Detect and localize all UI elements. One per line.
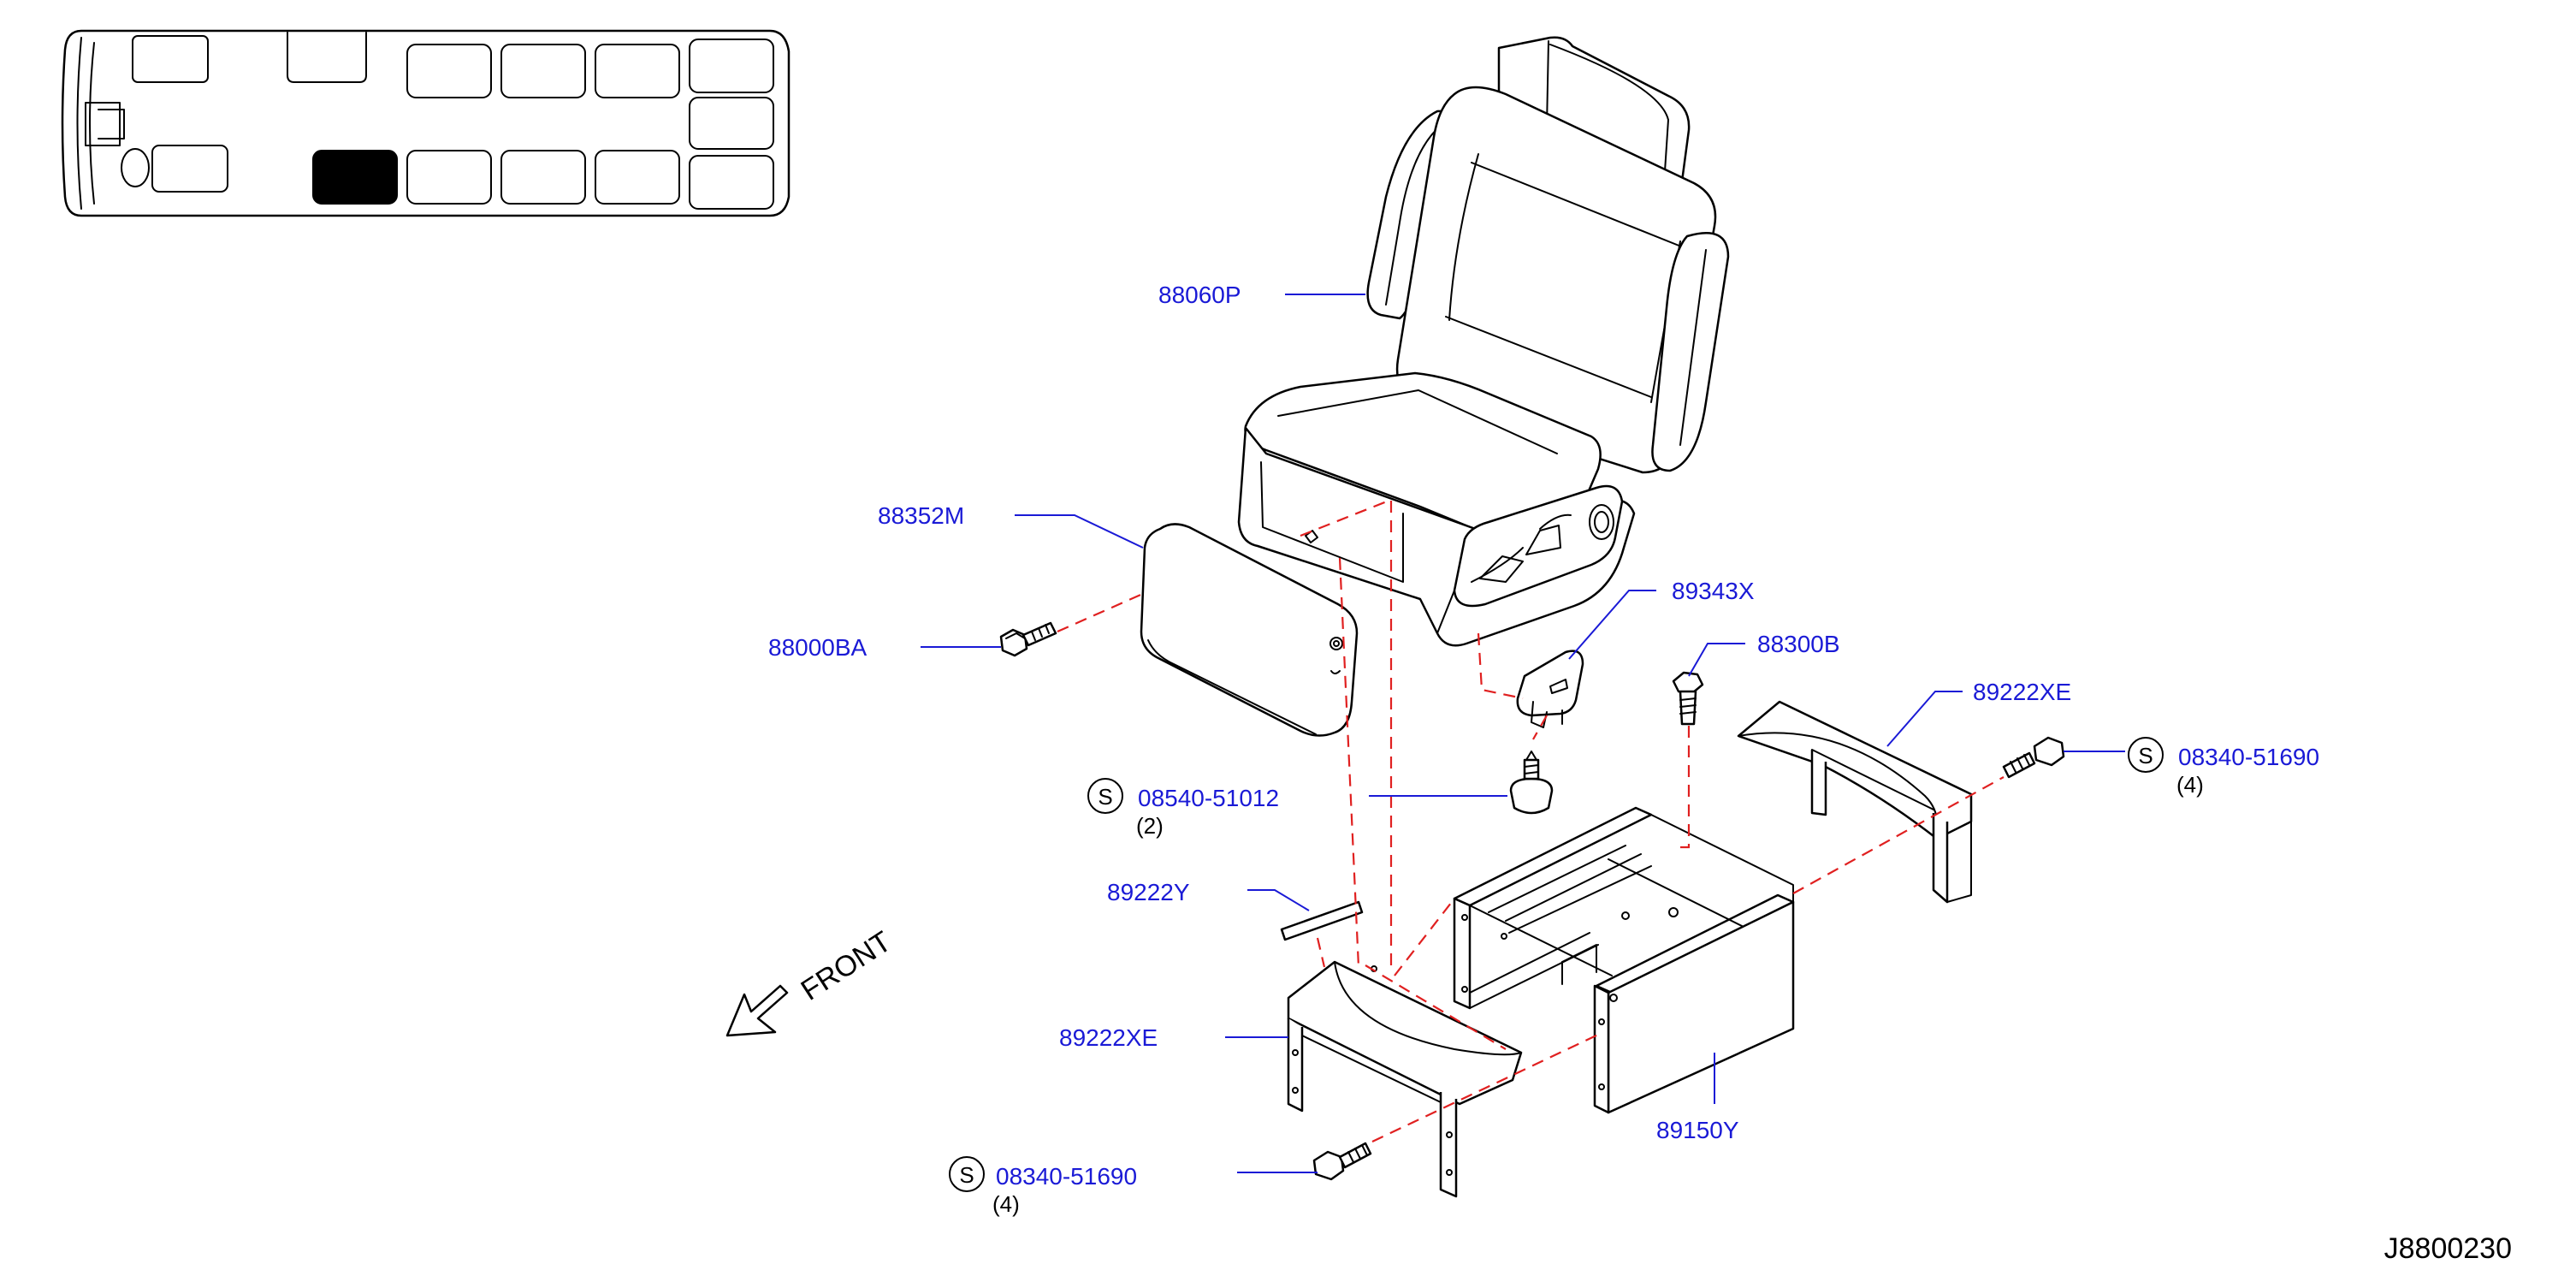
qty-08540: (2) xyxy=(1136,813,1164,839)
finisher-right-drawing xyxy=(1737,700,1973,904)
assembly-guide-lines xyxy=(1057,498,2005,1142)
symbol-screw-center: S xyxy=(1098,784,1112,810)
label-89150y: 89150Y xyxy=(1656,1117,1739,1143)
screw-88000ba-drawing xyxy=(999,621,1057,657)
symbol-screw-left: S xyxy=(959,1162,974,1188)
qty-08340-right: (4) xyxy=(2176,772,2204,798)
qty-08340-left: (4) xyxy=(992,1191,1020,1217)
callout-leaders xyxy=(921,294,2125,1173)
side-cover-drawing xyxy=(1140,523,1359,737)
label-89222xe-right: 89222XE xyxy=(1973,679,2071,705)
front-arrow-icon xyxy=(725,984,789,1037)
callout-labels: 88060P 88352M 88000BA 89343X 88300B 8922… xyxy=(768,282,2512,1265)
label-89222xe-left: 89222XE xyxy=(1059,1024,1158,1051)
screw-08540-drawing xyxy=(1509,751,1554,815)
screw-08340-left-drawing xyxy=(1312,1142,1372,1181)
bolt-88300b-drawing xyxy=(1672,671,1704,726)
finisher-left-drawing xyxy=(1287,960,1523,1198)
label-88000ba: 88000BA xyxy=(768,634,868,661)
label-89222y: 89222Y xyxy=(1107,879,1190,905)
symbol-screw-right: S xyxy=(2138,743,2153,769)
pad-drawing xyxy=(1280,900,1364,941)
seat-assembly-drawing xyxy=(1237,36,1730,647)
label-88060p: 88060P xyxy=(1158,282,1241,308)
label-89343x: 89343X xyxy=(1672,578,1755,604)
highlighted-seat xyxy=(312,150,398,205)
switch-bezel-drawing xyxy=(1516,650,1584,728)
label-08540: 08540-51012 xyxy=(1138,785,1279,811)
label-88352m: 88352M xyxy=(878,502,964,529)
standard-part-symbol-icon xyxy=(1087,778,1123,814)
standard-part-symbol-icon xyxy=(949,1156,985,1192)
front-direction-label: FRONT xyxy=(796,925,897,1007)
standard-part-symbol-icon xyxy=(2128,737,2164,773)
label-08340-right: 08340-51690 xyxy=(2178,744,2319,770)
screw-08340-right-drawing xyxy=(2002,736,2065,779)
label-88300b: 88300B xyxy=(1757,631,1840,657)
vehicle-locator xyxy=(61,29,791,217)
diagram-id: J8800230 xyxy=(2384,1232,2512,1265)
label-08340-left: 08340-51690 xyxy=(996,1163,1137,1190)
frame-drawing xyxy=(1453,806,1795,1114)
